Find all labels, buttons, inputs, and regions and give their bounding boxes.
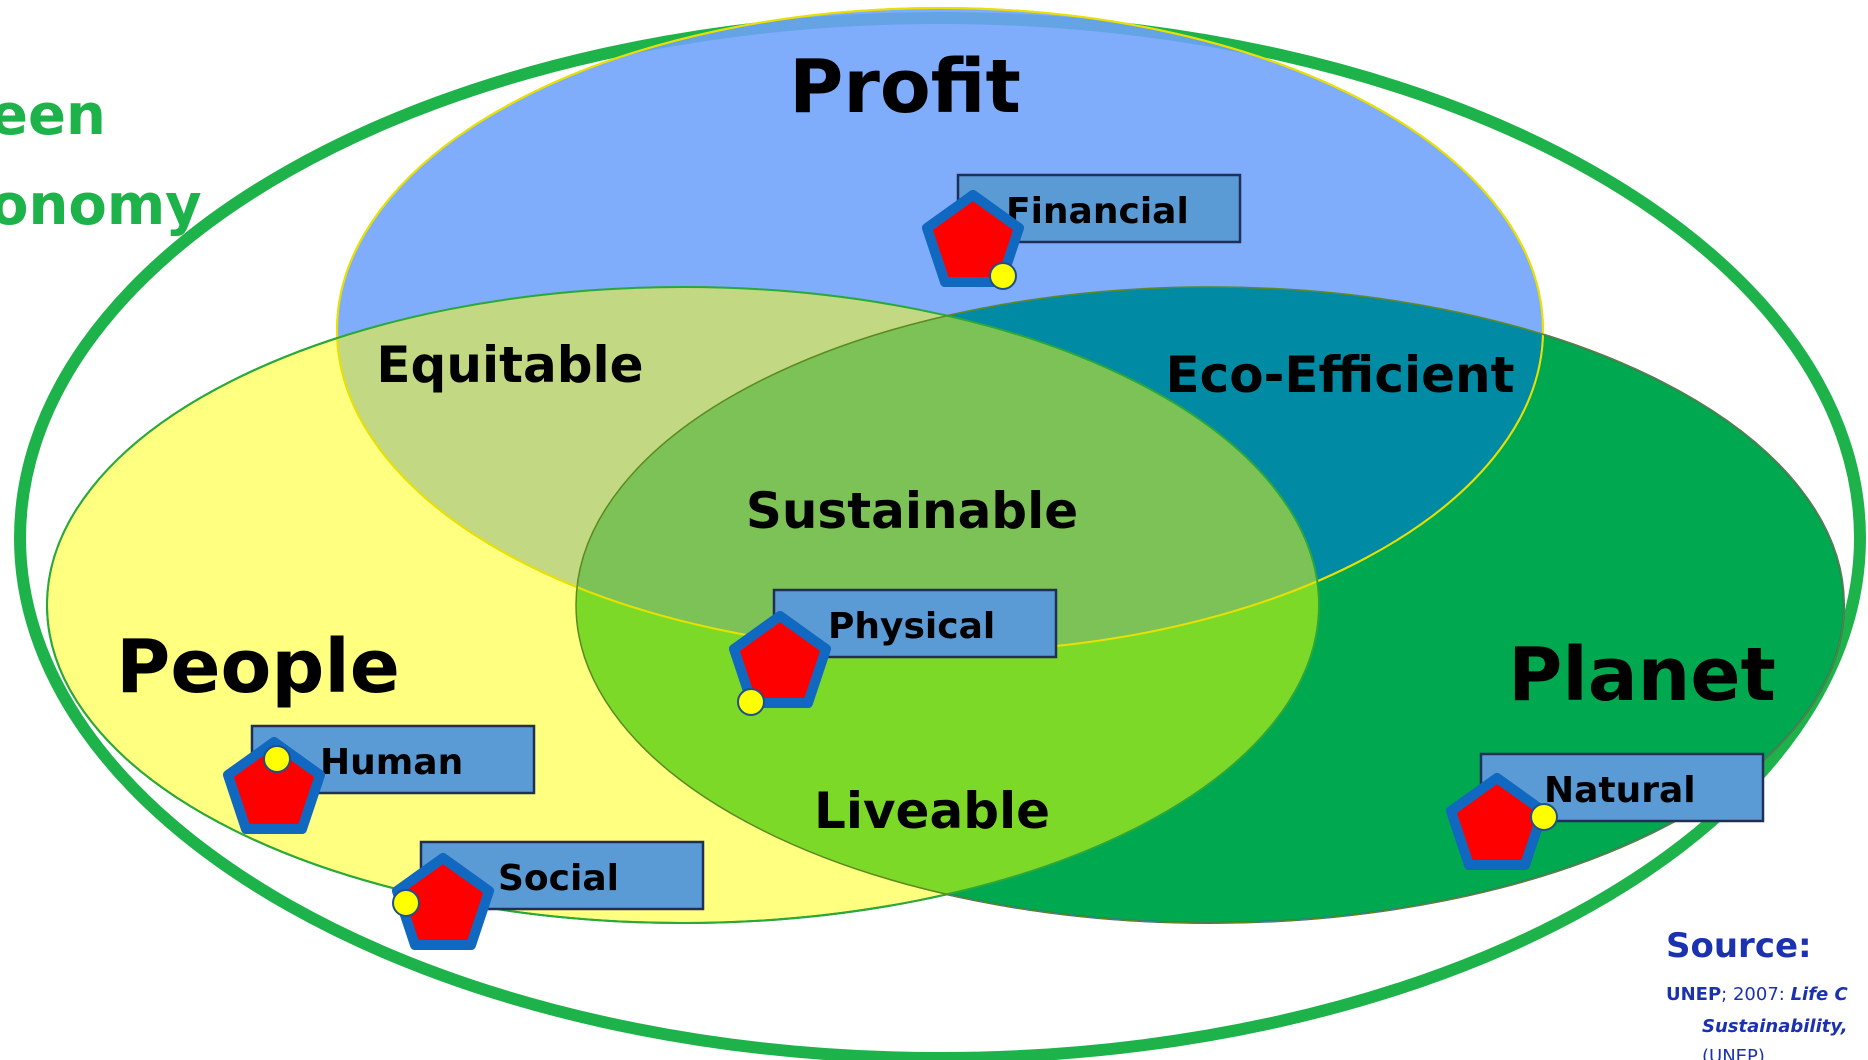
green-economy-title-line-1: een — [0, 83, 106, 148]
physical-dot-icon — [737, 688, 765, 716]
people-label: People — [116, 624, 400, 710]
natural-capital-label: Natural — [1544, 770, 1696, 811]
human-capital-label: Human — [320, 742, 463, 783]
source-citation-line-1: UNEP; 2007: Life C — [1666, 984, 1849, 1005]
green-economy-title-line-2: onomy — [0, 173, 202, 238]
financial-capital-label: Financial — [1006, 191, 1189, 232]
equitable-label: Equitable — [376, 336, 643, 394]
planet-outline — [575, 286, 1845, 924]
source-title-start: Life C — [1791, 984, 1849, 1005]
natural-dot-icon — [1530, 803, 1558, 831]
social-capital-label: Social — [498, 858, 619, 899]
planet-label: Planet — [1508, 632, 1776, 718]
sustainable-label: Sustainable — [746, 482, 1078, 540]
source-year: ; 2007: — [1721, 984, 1790, 1005]
source-citation-line-2: Sustainability, — [1702, 1016, 1848, 1037]
sustainable-overlap — [576, 287, 1319, 652]
eco-efficient-label: Eco-Efficient — [1166, 346, 1515, 404]
profit-label: Profit — [789, 44, 1021, 130]
financial-dot-icon — [989, 262, 1017, 290]
physical-capital-label: Physical — [828, 606, 995, 647]
people-outline — [46, 286, 1320, 924]
source-heading: Source: — [1666, 926, 1812, 966]
social-dot-icon — [392, 889, 420, 917]
source-org: UNEP — [1666, 984, 1721, 1005]
source-citation-line-3: (UNEP) — [1702, 1046, 1765, 1060]
human-dot-icon — [263, 745, 291, 773]
liveable-label: Liveable — [814, 782, 1050, 840]
